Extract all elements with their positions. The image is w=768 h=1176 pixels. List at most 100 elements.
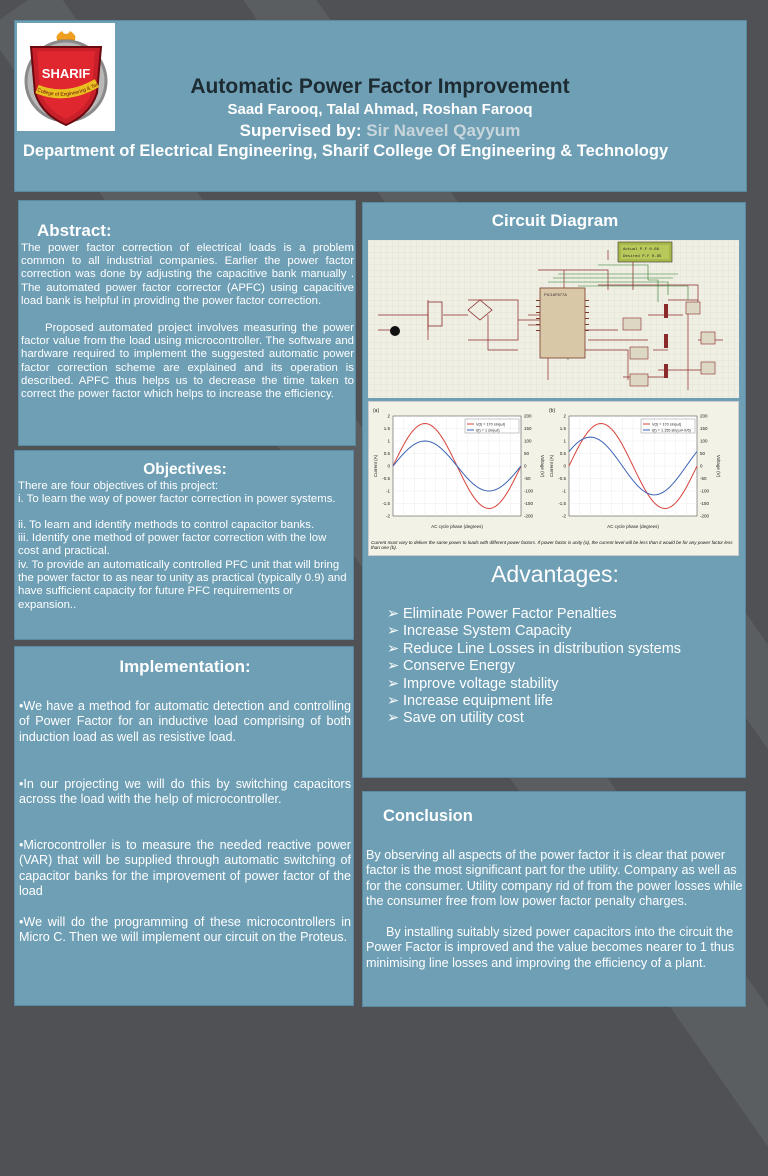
implementation-item: •Microcontroller is to measure the neede…: [19, 838, 351, 899]
circuit-title: Circuit Diagram: [491, 211, 619, 230]
y2-tick-label: 0: [700, 464, 703, 469]
legend-label: I(t) = 1 sin(ωt): [476, 429, 500, 433]
y2-tick-label: -100: [700, 489, 710, 494]
y2-tick-label: -50: [524, 476, 531, 481]
arrow-bullet-icon: ➢: [387, 623, 400, 640]
y-tick-label: 1: [387, 439, 390, 444]
implementation-item: •In our projecting we will do this by sw…: [19, 777, 351, 807]
y2-tick-label: 150: [700, 426, 708, 431]
supervised-label: Supervised by:: [239, 121, 362, 140]
y2-tick-label: -200: [700, 514, 710, 519]
circuit-panel: Circuit Diagram: [362, 202, 746, 778]
objective-item: ii. To learn and identify methods to con…: [18, 519, 315, 531]
y-tick-label: -2: [386, 514, 390, 519]
lcd-line-2: Desired P.F 0.95: [623, 254, 662, 259]
y-tick-label: 0: [563, 464, 566, 469]
y-tick-label: -0.5: [558, 476, 566, 481]
microcontroller-label: PIC16F877A: [544, 292, 567, 297]
y-tick-label: 2: [387, 414, 390, 419]
implementation-item: •We have a method for automatic detectio…: [19, 699, 351, 744]
advantages-title: Advantages:: [491, 561, 619, 587]
advantage-label: Improve voltage stability: [403, 675, 559, 692]
arrow-bullet-icon: ➢: [387, 606, 400, 622]
implementation-item: •We will do the programming of these mic…: [19, 915, 351, 945]
legend-label: I(t) = 1.155 sin(ωt+π/6): [652, 429, 692, 433]
y-tick-label: -1: [562, 489, 566, 494]
y-tick-label: 0.5: [384, 451, 391, 456]
y2-axis-label: Voltage (V): [540, 455, 545, 478]
objective-item: i. To learn the way of power factor corr…: [18, 493, 336, 505]
series-line: [568, 436, 698, 496]
y2-tick-label: 200: [700, 414, 708, 419]
y2-tick-label: 200: [524, 414, 532, 419]
authors: Saad Farooq, Talal Ahmad, Roshan Farooq: [227, 101, 533, 118]
advantage-item: ➢Save on utility cost: [387, 710, 681, 727]
conclusion-title: Conclusion: [383, 807, 473, 825]
y-tick-label: -2: [562, 514, 566, 519]
series-line: [392, 440, 522, 492]
legend-label: V(t) = 170 sin(ωt): [476, 423, 506, 427]
y-axis-label: Current (A): [549, 454, 554, 477]
waveform-charts: (a)21.510.50-0.5-1-1.5-2200150100500-50-…: [371, 408, 733, 551]
advantage-item: ➢Eliminate Power Factor Penalties: [387, 606, 681, 623]
advantage-label: Save on utility cost: [403, 710, 524, 727]
abstract-title: Abstract:: [37, 221, 112, 240]
x-axis-label: AC cycle phase (degrees): [431, 524, 483, 529]
y-tick-label: 1.5: [560, 426, 567, 431]
advantage-label: Increase equipment life: [403, 693, 553, 710]
advantage-label: Increase System Capacity: [403, 623, 572, 640]
y2-tick-label: 50: [524, 451, 530, 456]
y-tick-label: 1.5: [384, 426, 391, 431]
y2-tick-label: 100: [524, 439, 532, 444]
y-tick-label: -0.5: [382, 476, 390, 481]
arrow-bullet-icon: ➢: [387, 710, 400, 727]
implementation-panel: Implementation: •We have a method for au…: [14, 646, 354, 1006]
panel-label: (b): [549, 408, 555, 414]
lcd-line-1: Actual P.F 0.66: [623, 247, 660, 252]
chart-panel: (a)21.510.50-0.5-1-1.5-2200150100500-50-…: [373, 408, 545, 529]
chart-caption: Current must vary to deliver the same po…: [371, 540, 733, 551]
poster-header: SHARIF College of Engineering & Technolo…: [14, 19, 747, 192]
advantage-item: ➢Improve voltage stability: [387, 676, 681, 693]
y-tick-label: -1.5: [558, 501, 566, 506]
objective-item: iii. Identify one method of power factor…: [18, 532, 327, 558]
arrow-bullet-icon: ➢: [387, 693, 400, 710]
advantage-item: ➢Increase equipment life: [387, 693, 681, 710]
objectives-title: Objectives:: [143, 461, 227, 478]
y2-tick-label: 150: [524, 426, 532, 431]
department: Department of Electrical Engineering, Sh…: [23, 142, 669, 160]
advantage-label: Reduce Line Losses in distribution syste…: [403, 640, 682, 657]
arrow-bullet-icon: ➢: [387, 640, 400, 657]
objectives-intro: There are four objectives of this projec…: [18, 480, 219, 492]
y-tick-label: -1: [386, 489, 390, 494]
conclusion-panel: Conclusion By observing all aspects of t…: [362, 791, 746, 1007]
supervised-by: Supervised by: Sir Naveel Qayyum: [155, 121, 605, 141]
y2-tick-label: 100: [700, 439, 708, 444]
y-tick-label: 0.5: [560, 451, 567, 456]
circuit-schematic: Actual P.F 0.66 Desired P.F 0.95 PIC16F8…: [368, 240, 739, 398]
supervisor-name: Sir Naveel Qayyum: [366, 121, 521, 140]
abstract-para-2: Proposed automated project involves meas…: [21, 322, 354, 401]
y2-tick-label: -200: [524, 514, 534, 519]
y2-tick-label: -150: [700, 501, 710, 506]
advantage-label: Eliminate Power Factor Penalties: [403, 606, 617, 622]
x-axis-label: AC cycle phase (degrees): [607, 524, 659, 529]
legend-label: V(t) = 170 sin(ωt): [652, 423, 682, 427]
arrow-bullet-icon: ➢: [387, 675, 400, 692]
objective-item: iv. To provide an automatically controll…: [18, 559, 347, 611]
y-axis-label: Current (A): [373, 454, 378, 477]
y-tick-label: 2: [563, 414, 566, 419]
arrow-bullet-icon: ➢: [387, 658, 400, 675]
chart-caption-wrap: Current must vary to deliver the same po…: [371, 540, 733, 551]
conclusion-para-2: By installing suitably sized power capac…: [366, 925, 735, 970]
y-tick-label: -1.5: [382, 501, 390, 506]
implementation-title: Implementation:: [119, 657, 251, 676]
objectives-panel: Objectives: There are four objectives of…: [14, 450, 354, 640]
y2-tick-label: -50: [700, 476, 707, 481]
advantages-list: ➢Eliminate Power Factor Penalties➢Increa…: [387, 606, 681, 728]
y2-tick-label: -150: [524, 501, 534, 506]
abstract-para-1: The power factor correction of electrica…: [21, 242, 354, 307]
y2-tick-label: 50: [700, 451, 706, 456]
legend-box: [640, 418, 696, 434]
